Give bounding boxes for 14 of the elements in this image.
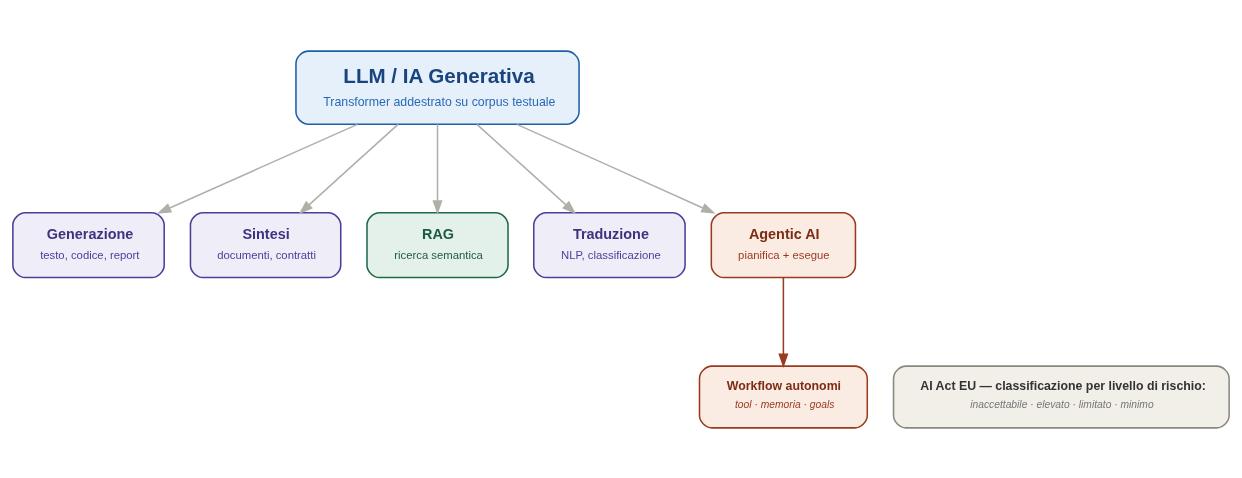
- node-box: RAG ricerca semantica: [366, 211, 509, 278]
- arrow: [516, 123, 716, 214]
- arrow: [476, 123, 577, 214]
- node-box: Sintesi documenti, contratti: [189, 211, 342, 278]
- node-box: Agentic AI pianifica + esegue: [710, 211, 857, 278]
- node-box: AI Act EU — classificazione per livello di rischio: inaccettabile · elevato · limitato · minimo: [892, 364, 1230, 429]
- node-box: LLM / IA Generativa Transformer addestrato su corpus testuale: [295, 49, 580, 125]
- node-box: Workflow autonomi tool · memoria · goals: [698, 364, 869, 429]
- arrow: [298, 123, 399, 214]
- arrow: [778, 276, 789, 368]
- arrow: [432, 123, 443, 215]
- arrow: [156, 123, 359, 214]
- node-box: Generazione testo, codice, report: [12, 211, 165, 278]
- node-box: Traduzione NLP, classificazione: [533, 211, 686, 278]
